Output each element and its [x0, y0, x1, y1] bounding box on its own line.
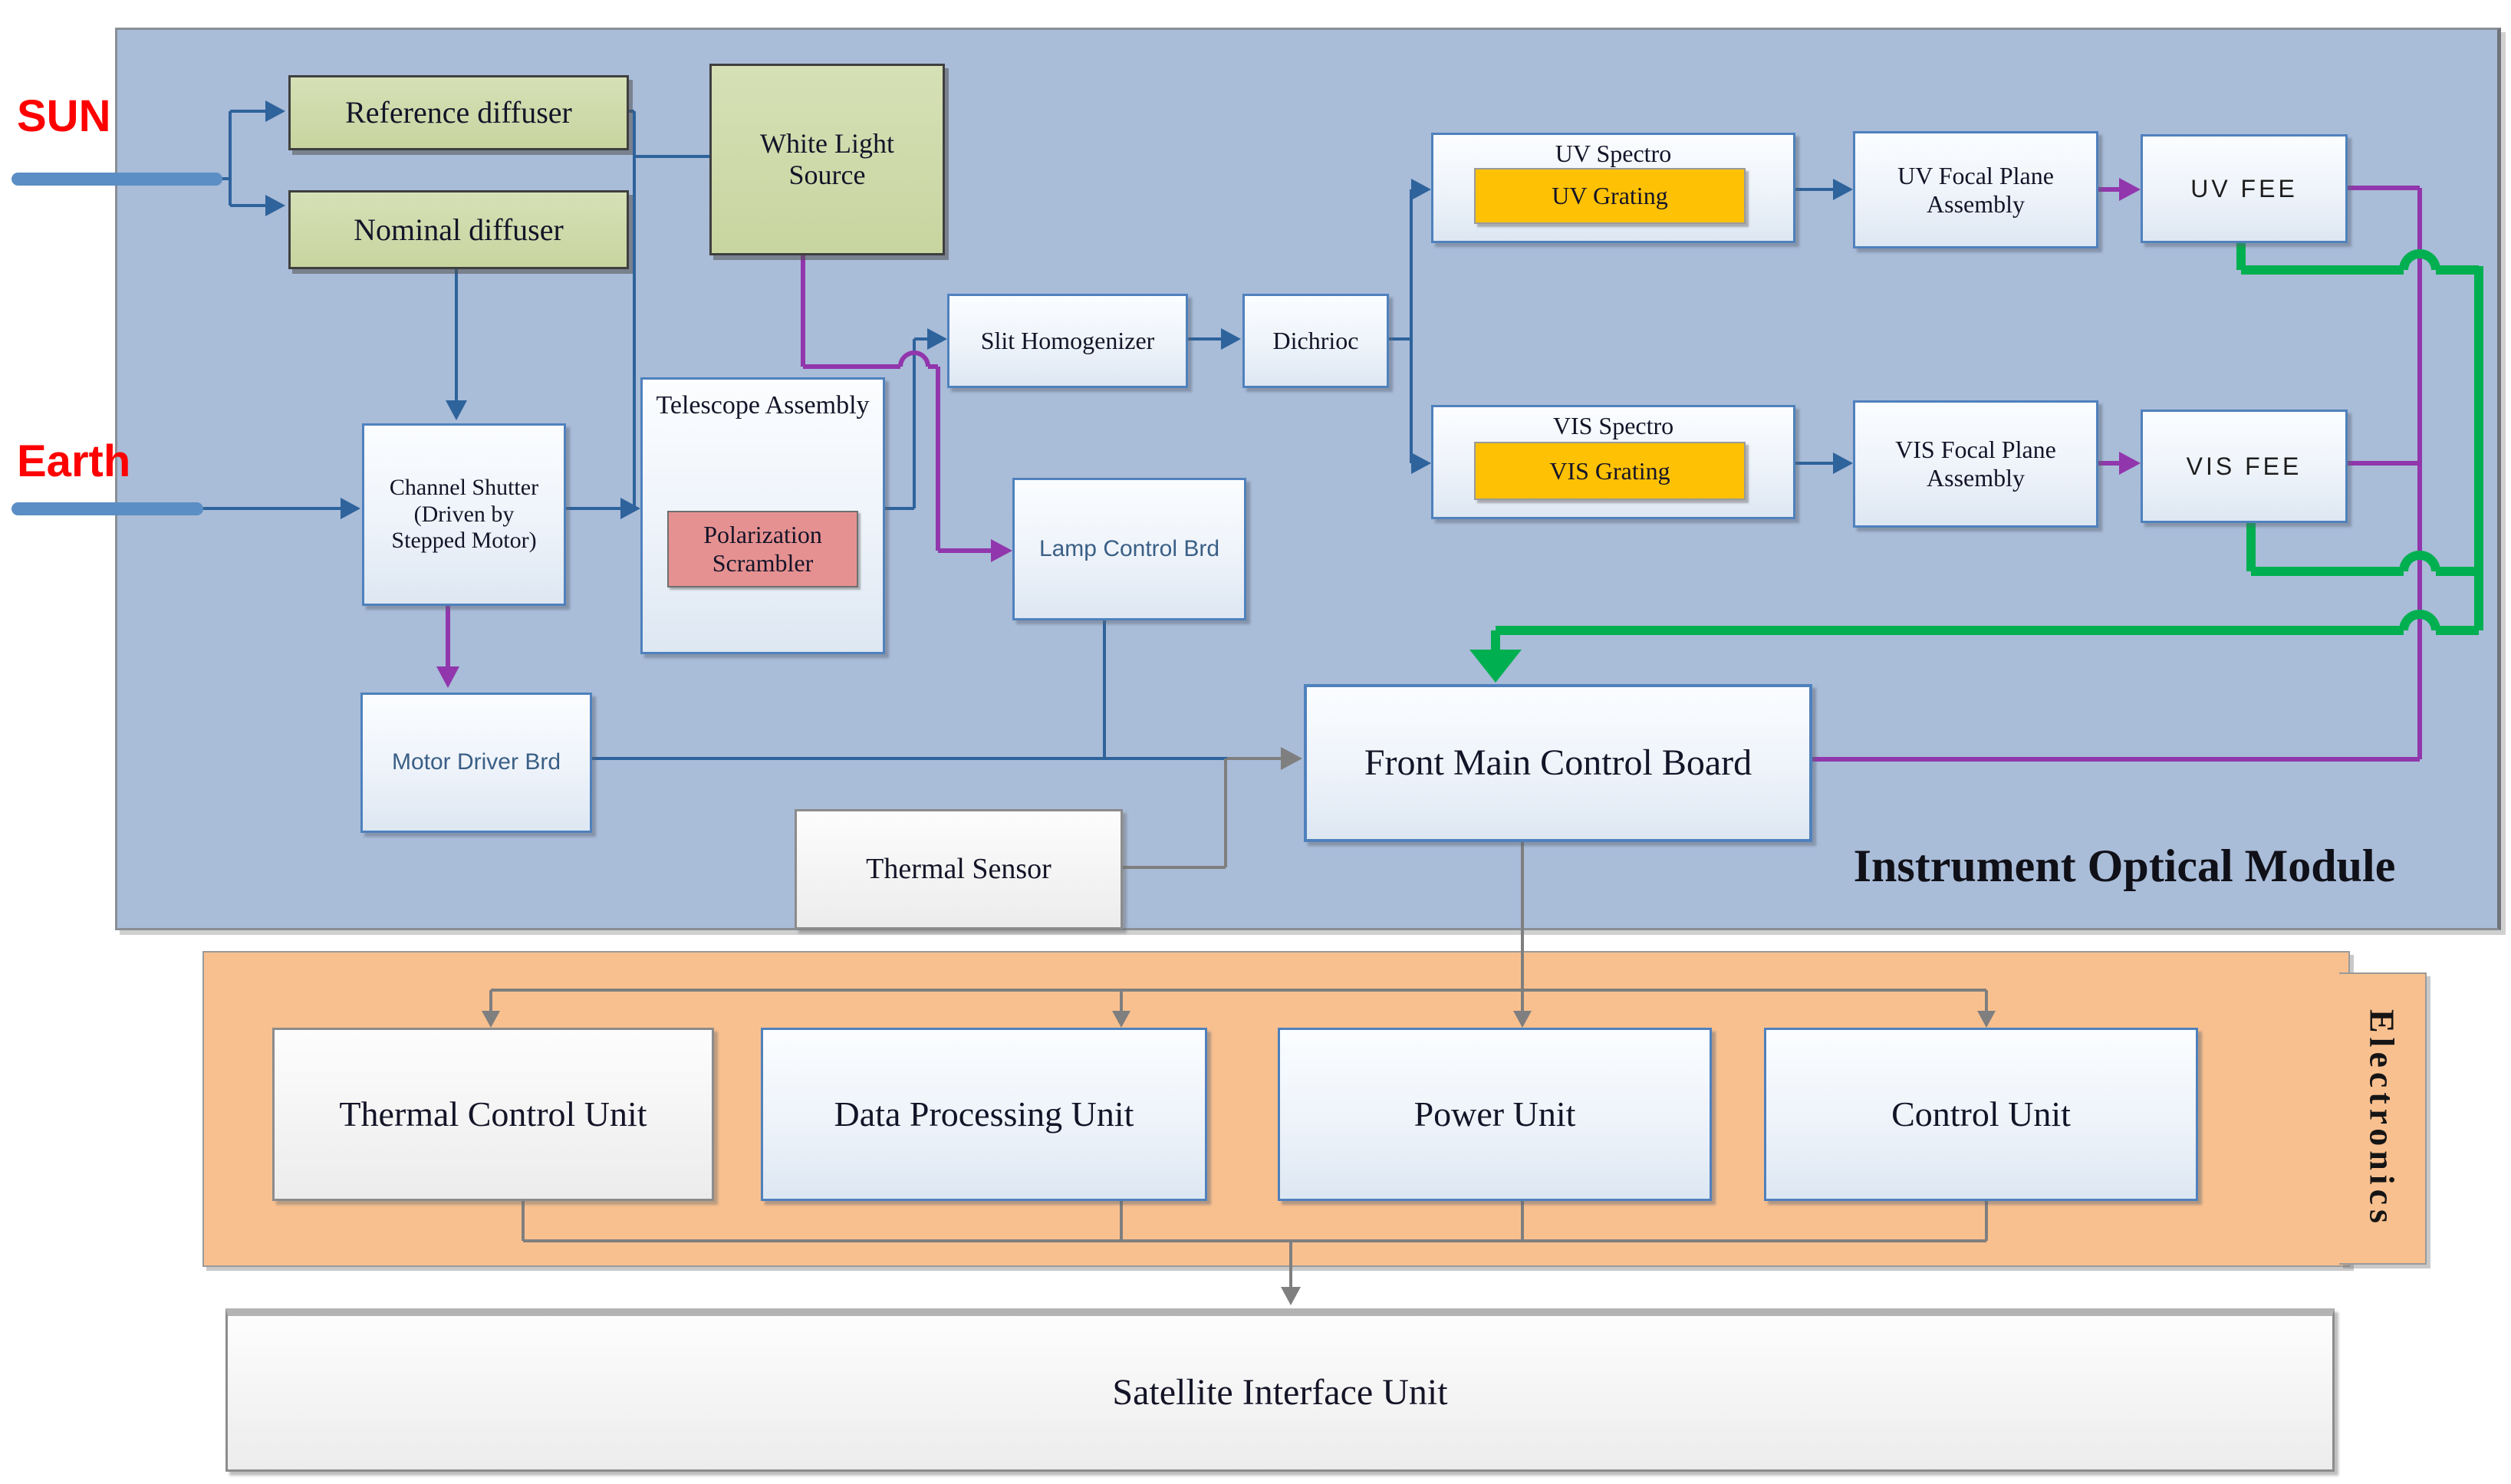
control-unit-box: Control Unit — [1764, 1028, 2198, 1201]
polarization-scrambler-box: Polarization Scrambler — [667, 511, 858, 587]
vis-spectro-label: VIS Spectro — [1552, 412, 1674, 439]
earth-label: Earth — [17, 436, 131, 486]
data-processing-unit-box: Data Processing Unit — [761, 1028, 1207, 1201]
sun-label: SUN — [17, 91, 111, 141]
nominal-diffuser-box: Nominal diffuser — [288, 190, 629, 269]
earth-input-arrow — [12, 502, 203, 515]
white-light-source-box: White Light Source — [709, 64, 945, 255]
satellite-interface-unit-box: Satellite Interface Unit — [225, 1308, 2335, 1472]
lamp-control-board-box: Lamp Control Brd — [1012, 478, 1246, 620]
vis-focal-plane-box: VIS Focal Plane Assembly — [1853, 400, 2098, 528]
motor-driver-board-box: Motor Driver Brd — [360, 693, 592, 833]
uv-grating-box: UV Grating — [1474, 168, 1746, 224]
vis-grating-box: VIS Grating — [1474, 442, 1746, 500]
vis-fee-box: VIS FEE — [2141, 410, 2348, 523]
sun-input-arrow — [12, 173, 222, 186]
uv-fee-box: UV FEE — [2141, 134, 2348, 243]
telescope-assembly-label: Telescope Assembly — [656, 391, 870, 420]
power-unit-box: Power Unit — [1278, 1028, 1712, 1201]
channel-shutter-box: Channel Shutter (Driven by Stepped Motor… — [362, 423, 566, 606]
slit-homogenizer-box: Slit Homogenizer — [947, 294, 1188, 388]
dichrioc-box: Dichrioc — [1242, 294, 1389, 388]
electronics-side-tab: Electronics — [2339, 972, 2427, 1265]
front-main-control-board-box: Front Main Control Board — [1304, 684, 1812, 842]
instrument-optical-module-title: Instrument Optical Module — [1853, 841, 2396, 891]
electronics-title: Electronics — [2362, 1009, 2402, 1228]
uv-spectro-label: UV Spectro — [1555, 140, 1672, 167]
thermal-control-unit-box: Thermal Control Unit — [272, 1028, 714, 1201]
reference-diffuser-box: Reference diffuser — [288, 75, 629, 150]
thermal-sensor-box: Thermal Sensor — [795, 809, 1123, 930]
uv-focal-plane-box: UV Focal Plane Assembly — [1853, 131, 2098, 248]
